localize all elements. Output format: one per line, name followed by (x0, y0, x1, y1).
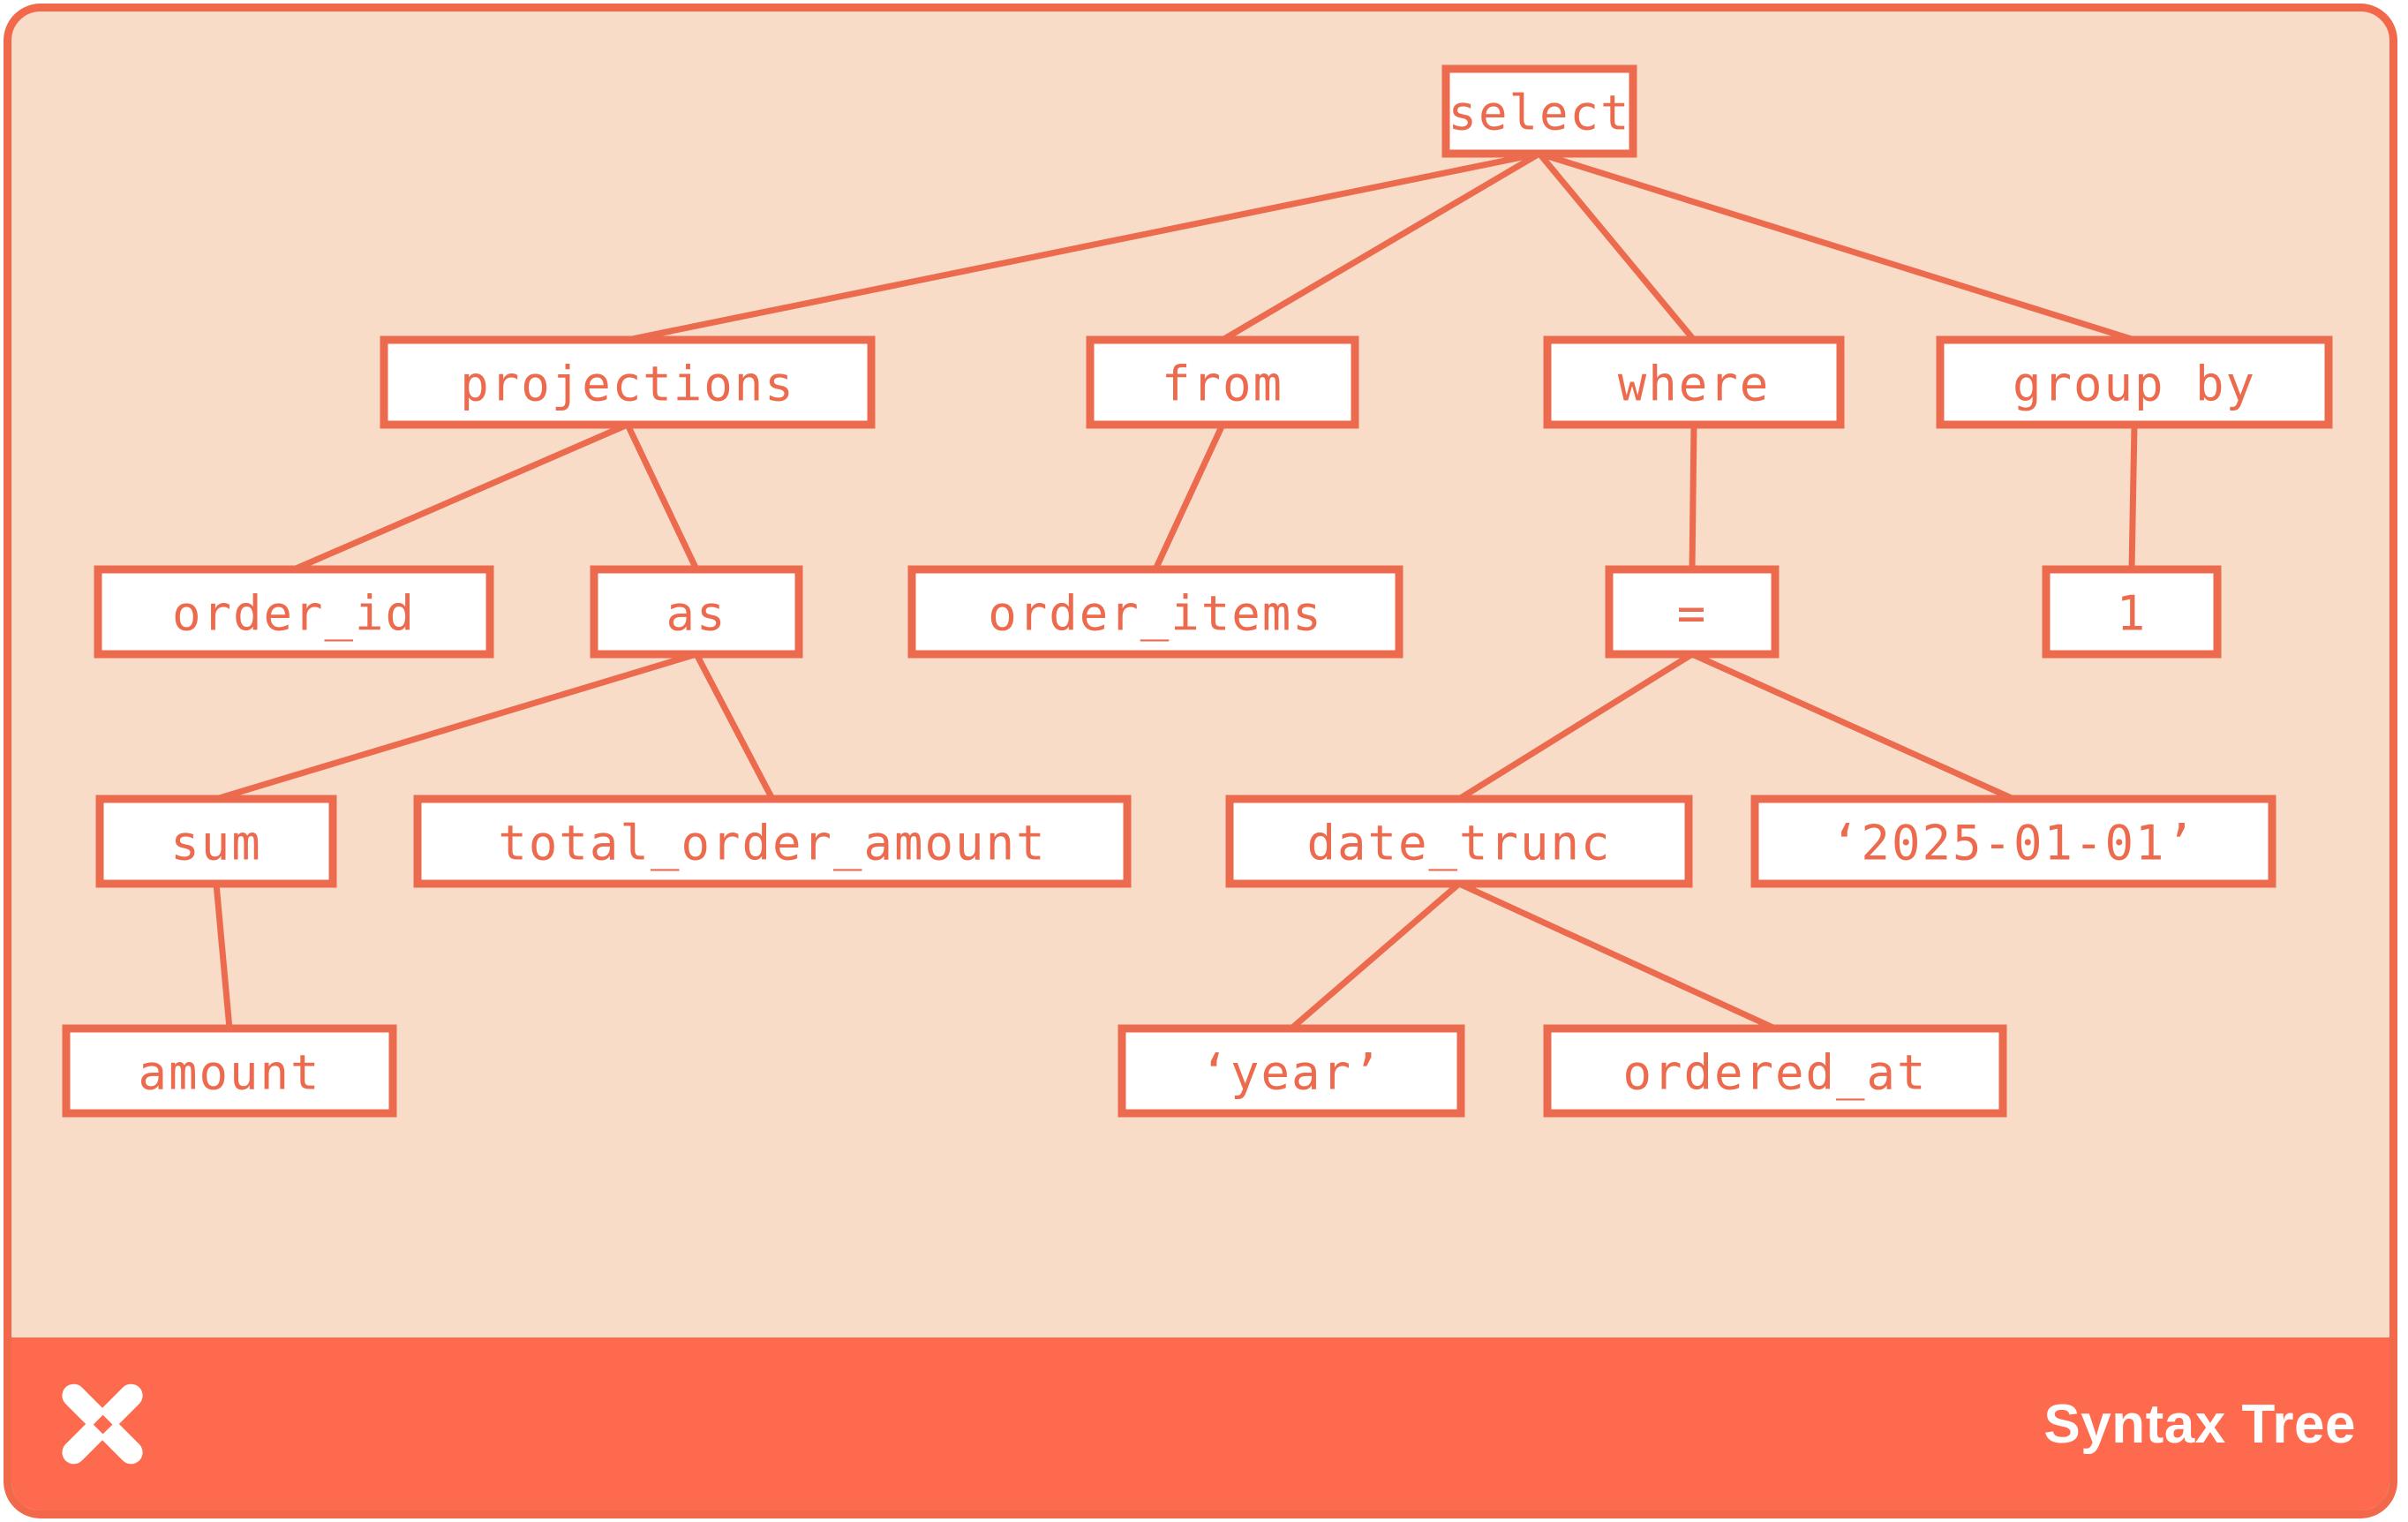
tree-edge (624, 423, 700, 571)
tree-node-date_trunc[interactable]: date_trunc (1225, 795, 1693, 888)
tree-node-label: = (1677, 586, 1708, 642)
tree-edge (1690, 651, 2015, 802)
tree-edge (627, 150, 1540, 343)
tree-node-box (413, 795, 1132, 888)
tree-node-ordered_at[interactable]: ordered_at (1543, 1024, 2007, 1118)
tree-node-label: ‘2025-01-01’ (1831, 816, 2196, 871)
starburst-x-logo (62, 1383, 143, 1465)
tree-node-label: as (666, 586, 726, 642)
tree-node-group_by[interactable]: group by (1936, 335, 2333, 429)
tree-node-one[interactable]: 1 (2042, 565, 2222, 659)
tree-node-label: group by (2013, 357, 2256, 412)
syntax-tree-diagram: select projections from where group by order_… (62, 64, 2333, 1118)
tree-node-label: select (1448, 86, 1630, 141)
tree-node-label: ordered_at (1622, 1045, 1927, 1101)
tree-node-order_items[interactable]: order_items (907, 565, 1403, 659)
tree-node-box (1543, 1024, 2007, 1118)
tree-node-projections[interactable]: projections (380, 335, 876, 429)
tree-node-box (94, 565, 494, 659)
tree-node-label: ‘year’ (1200, 1045, 1382, 1101)
tree-node-label: amount (138, 1045, 320, 1101)
tree-node-label: total_order_amount (498, 816, 1046, 871)
tree-edge (1689, 424, 1697, 570)
footer-title: Syntax Tree (2043, 1393, 2356, 1455)
tree-node-label: order_items (988, 586, 1323, 642)
tree-node-box (95, 795, 337, 888)
tree-node-box (590, 565, 803, 659)
tree-edge (1457, 880, 1777, 1032)
tree-node-label: 1 (2117, 586, 2148, 642)
tree-node-box (1543, 335, 1845, 429)
tree-node-label: date_trunc (1306, 816, 1611, 871)
tree-node-box (1605, 565, 1780, 659)
tree-edge (1289, 881, 1462, 1031)
tree-edge (693, 652, 776, 801)
tree-edge (1152, 423, 1226, 571)
tree-node-box (1225, 795, 1693, 888)
tree-node-box (1750, 795, 2276, 888)
tree-node-from[interactable]: from (1086, 335, 1359, 429)
tree-node-box (1086, 335, 1359, 429)
tree-node-box (1441, 64, 1637, 158)
tree-node-sum[interactable]: sum (95, 795, 337, 888)
tree-node-date_literal[interactable]: ‘2025-01-01’ (1750, 795, 2276, 888)
tree-node-year_literal[interactable]: ‘year’ (1117, 1024, 1465, 1118)
tree-node-label: from (1162, 357, 1283, 412)
tree-node-eq[interactable]: = (1605, 565, 1780, 659)
tree-node-order_id[interactable]: order_id (94, 565, 494, 659)
tree-node-box (1936, 335, 2333, 429)
tree-node-label: projections (460, 357, 795, 412)
tree-edge (1221, 150, 1541, 343)
tree-node-where[interactable]: where (1543, 335, 1845, 429)
diagram-board: select projections from where group by order_… (4, 4, 2397, 1518)
tree-edge (1537, 151, 1697, 343)
tree-node-amount[interactable]: amount (62, 1024, 397, 1118)
tree-edge (1457, 652, 1694, 802)
node-layer: select projections from where group by order_… (62, 64, 2333, 1118)
tree-node-box (1117, 1024, 1465, 1118)
tree-edge (292, 421, 629, 573)
tree-node-label: where (1618, 357, 1771, 412)
tree-node-box (380, 335, 876, 429)
tree-node-label: sum (170, 816, 262, 871)
tree-node-as[interactable]: as (590, 565, 803, 659)
tree-edge (214, 651, 698, 802)
edge-layer (213, 150, 2138, 1032)
tree-node-box (62, 1024, 397, 1118)
tree-node-total_order_amount[interactable]: total_order_amount (413, 795, 1132, 888)
tree-node-box (2042, 565, 2222, 659)
tree-node-box (907, 565, 1403, 659)
tree-edge (213, 883, 233, 1029)
tree-edge (2128, 424, 2138, 570)
tree-node-label: order_id (172, 586, 416, 642)
tree-node-select[interactable]: select (1441, 64, 1637, 158)
footer-bar: Syntax Tree (11, 1337, 2389, 1511)
tree-edge (1538, 150, 2136, 343)
